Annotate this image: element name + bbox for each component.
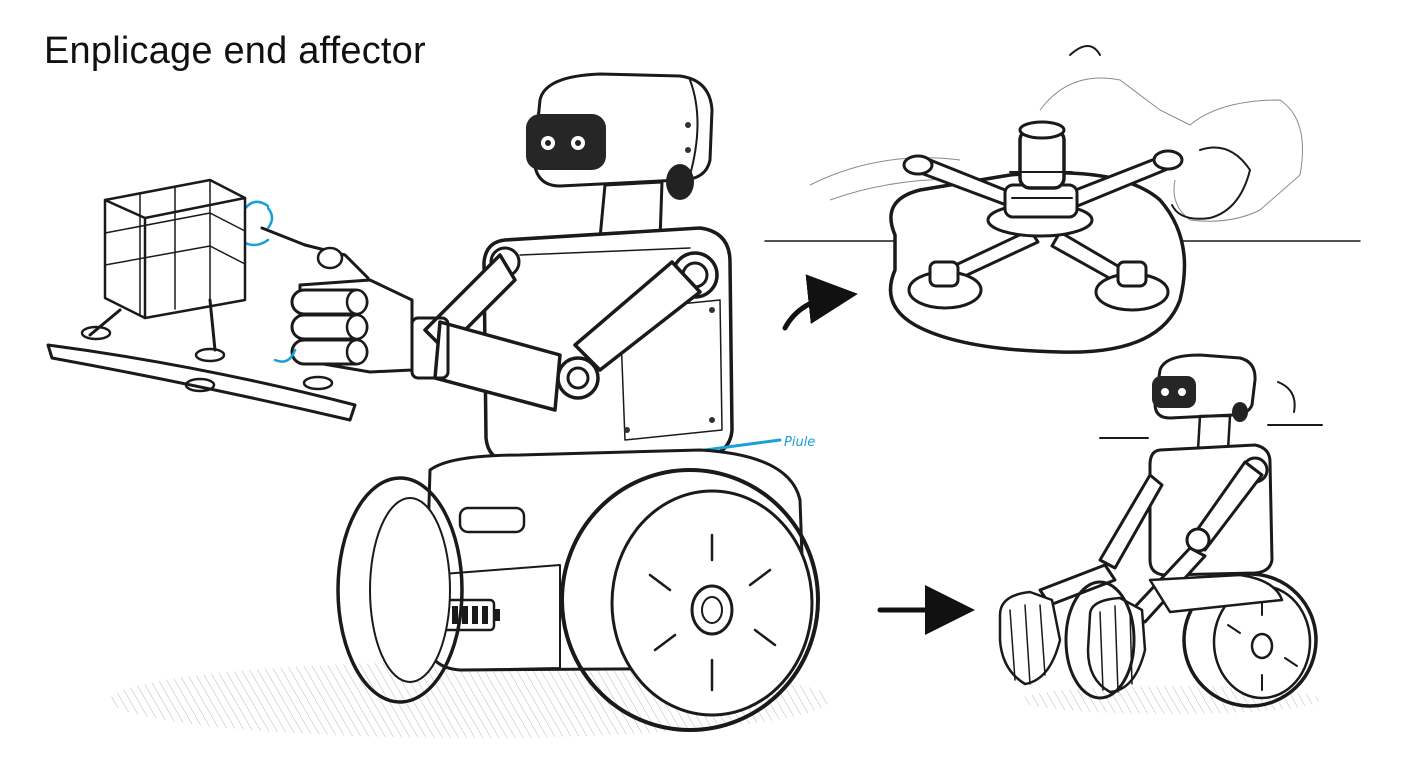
face-visor <box>526 114 606 170</box>
cube-on-tray <box>46 178 357 422</box>
arrow-to-suction-detail <box>782 274 858 331</box>
right-wheel <box>560 468 820 732</box>
gripper-hand <box>238 200 414 374</box>
annotation-label: Piule <box>784 435 815 450</box>
left-wheel <box>336 476 464 704</box>
main-robot: Piule <box>46 72 830 738</box>
neck-joint <box>666 164 694 200</box>
robot-head <box>526 72 714 200</box>
robot-arm-left <box>410 246 562 412</box>
base-vent <box>458 506 526 534</box>
suction-gripper-detail <box>764 45 1361 354</box>
robot-arm-right <box>556 251 719 400</box>
sketch-title: Enplicage end affector <box>44 30 426 72</box>
small-robot <box>998 353 1323 714</box>
